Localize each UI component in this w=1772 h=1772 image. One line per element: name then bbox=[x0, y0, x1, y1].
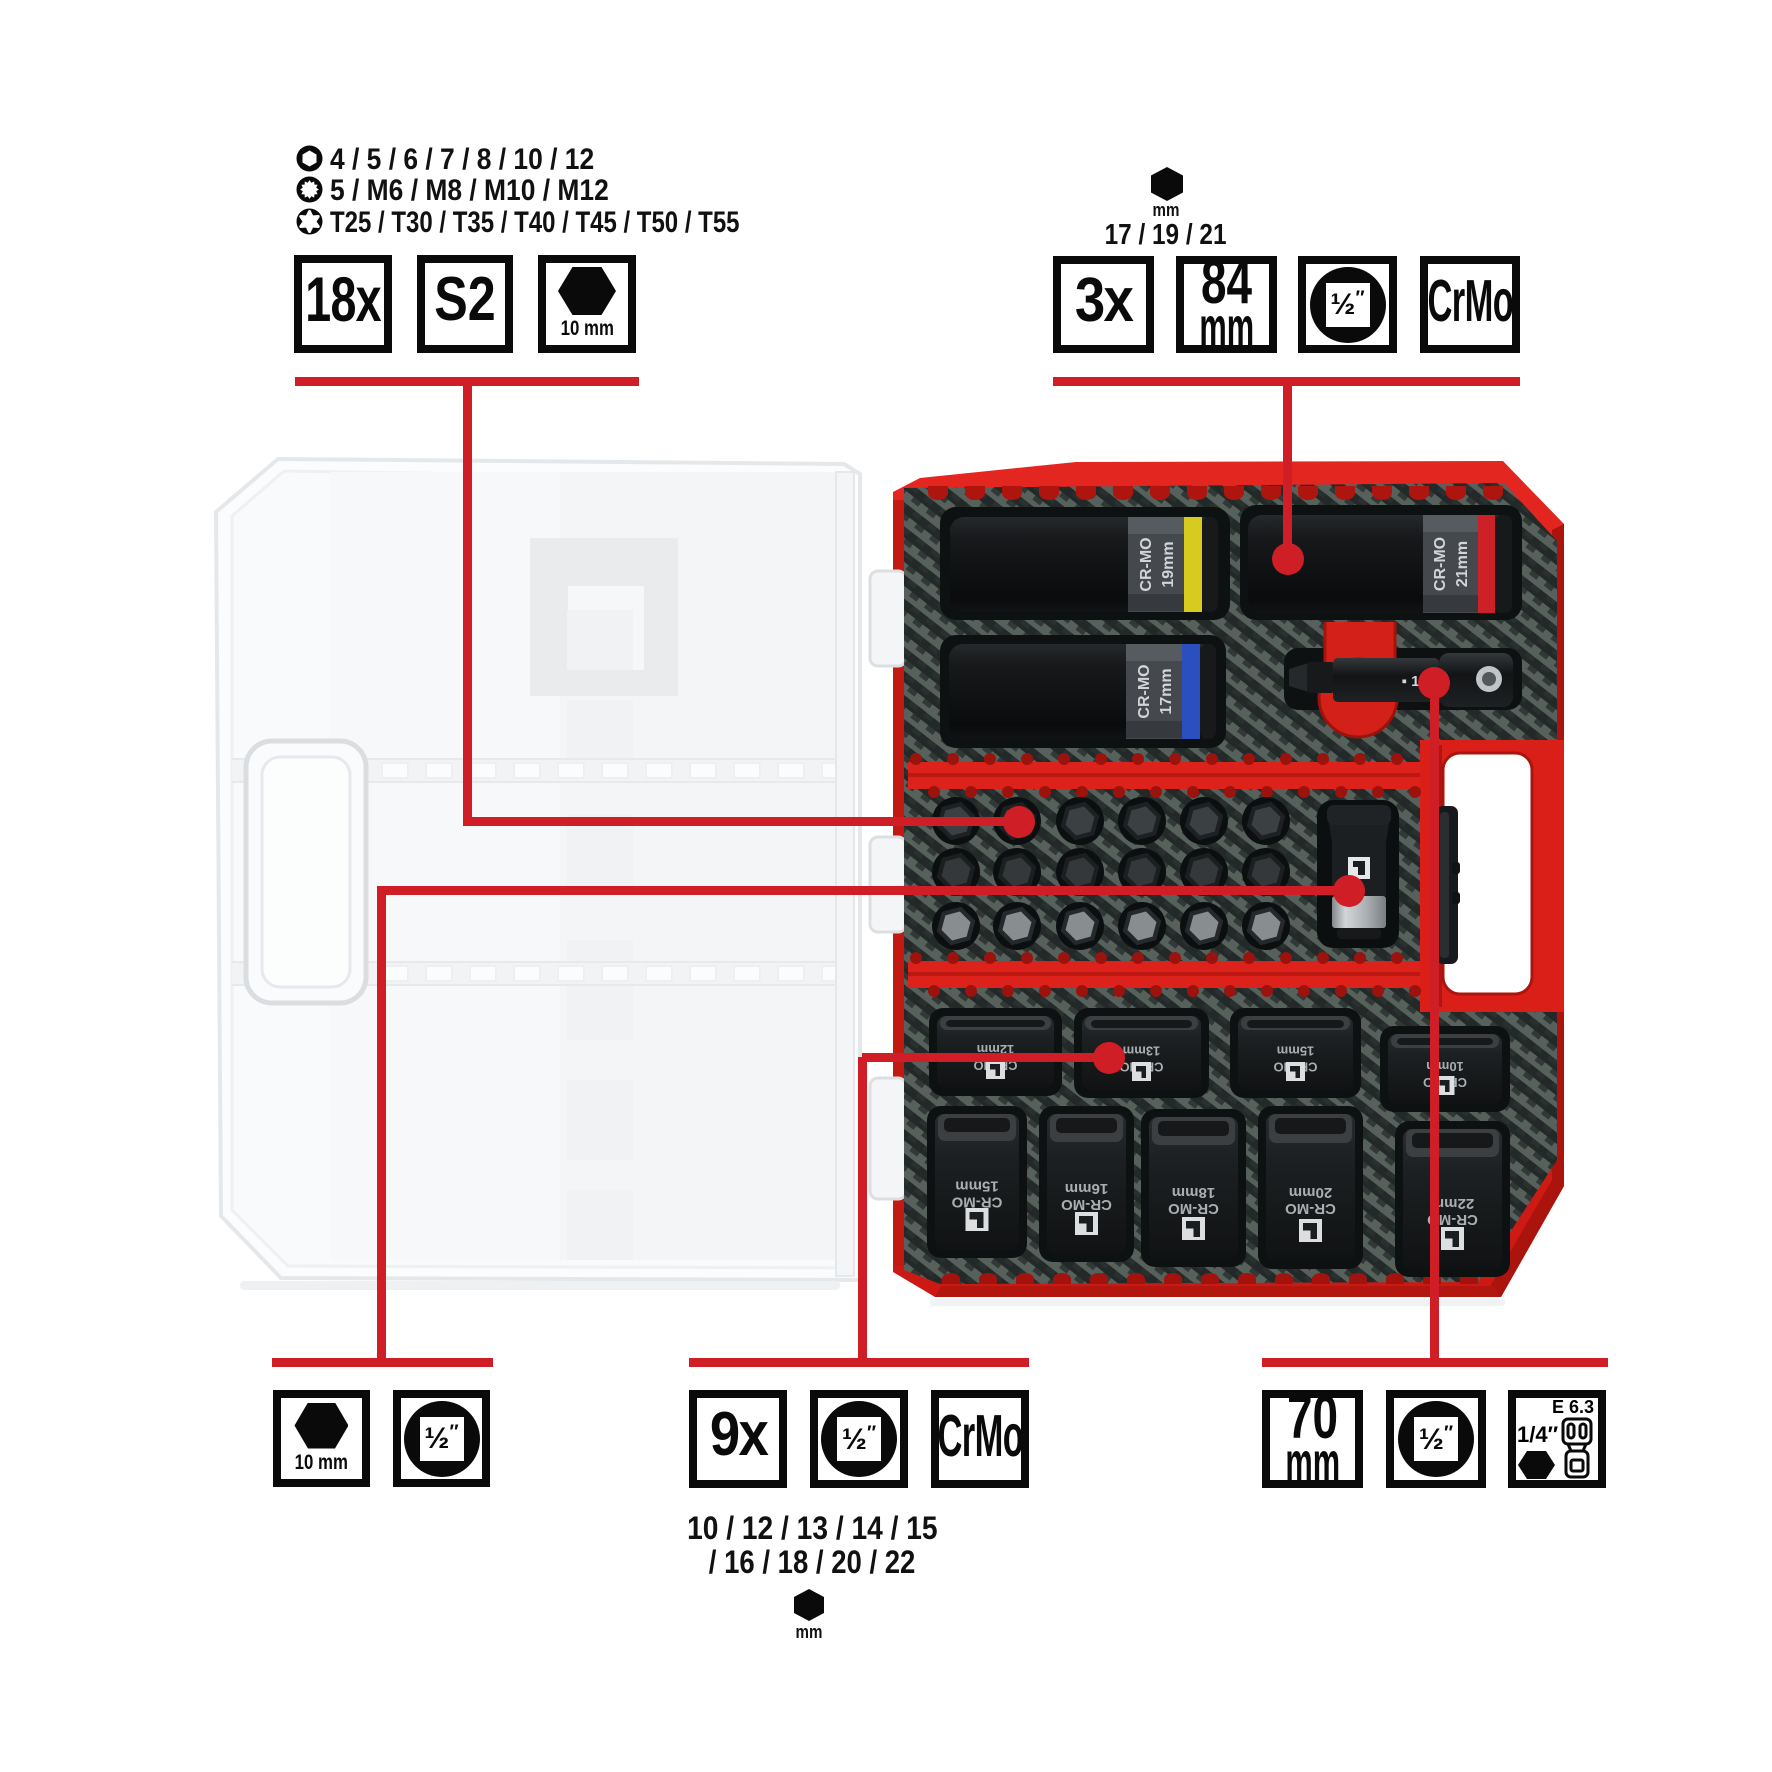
svg-text:17mm: 17mm bbox=[1158, 668, 1175, 714]
svg-text:1/4″: 1/4″ bbox=[1517, 1422, 1559, 1447]
svg-text:22mm: 22mm bbox=[1431, 1195, 1474, 1212]
svg-text:CR-MO: CR-MO bbox=[1427, 1211, 1478, 1228]
svg-text:CR-MO: CR-MO bbox=[1168, 1200, 1219, 1217]
svg-text:18mm: 18mm bbox=[1172, 1184, 1215, 1201]
svg-text:CR-MO: CR-MO bbox=[1138, 537, 1155, 591]
svg-text:13mm: 13mm bbox=[1123, 1043, 1161, 1058]
svg-text:21mm: 21mm bbox=[1454, 541, 1471, 587]
svg-text:E 6.3: E 6.3 bbox=[1552, 1398, 1594, 1417]
svg-text:15mm: 15mm bbox=[1277, 1043, 1315, 1058]
svg-text:CR-MO: CR-MO bbox=[1136, 664, 1153, 718]
svg-text:CR-MO: CR-MO bbox=[1061, 1196, 1112, 1213]
svg-text:16mm: 16mm bbox=[1065, 1180, 1108, 1197]
svg-text:20mm: 20mm bbox=[1289, 1184, 1332, 1201]
svg-text:15mm: 15mm bbox=[955, 1178, 998, 1195]
svg-text:CR-MO: CR-MO bbox=[1285, 1200, 1336, 1217]
svg-text:19mm: 19mm bbox=[1160, 541, 1177, 587]
svg-text:CR-MO: CR-MO bbox=[951, 1194, 1002, 1211]
svg-text:CR-MO: CR-MO bbox=[1432, 537, 1449, 591]
